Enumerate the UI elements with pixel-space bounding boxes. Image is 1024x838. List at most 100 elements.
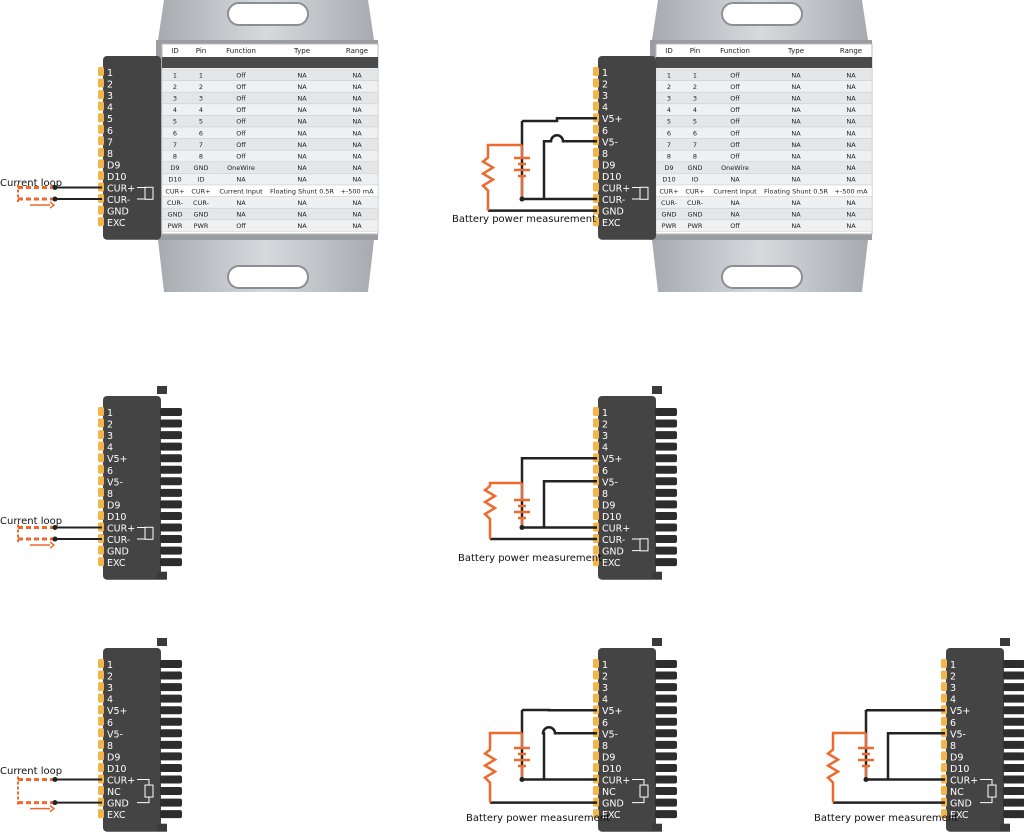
pin-label: V5-	[602, 477, 618, 488]
table-cell: NA	[791, 118, 801, 126]
pin-label: 6	[107, 126, 113, 137]
terminal-slot	[655, 775, 677, 784]
table-cell: 7	[199, 141, 203, 149]
pin-contact	[98, 786, 104, 796]
terminal-slot	[655, 752, 677, 761]
table-row	[161, 80, 379, 93]
pin-contact	[593, 90, 599, 100]
table-cell: 2	[173, 83, 177, 91]
table-cell: ID	[198, 176, 205, 184]
pin-label: NC	[107, 787, 121, 798]
pin-contact	[941, 716, 947, 726]
connector-tab	[652, 571, 662, 580]
pin-label: D10	[602, 764, 621, 775]
shunt-resistor	[987, 784, 997, 798]
pin-label: GND	[107, 547, 129, 558]
pin-label: 4	[602, 695, 608, 706]
pin-label: V5-	[602, 137, 618, 148]
table-header: Pin	[196, 47, 206, 55]
table-row	[161, 91, 379, 105]
table-cell: NA	[730, 211, 740, 219]
table-cell: NA	[297, 106, 307, 114]
table-cell: CUR-	[167, 199, 184, 207]
table-cell: D9	[170, 164, 179, 172]
terminal-slot	[1003, 660, 1024, 668]
table-cell: Floating Shunt 0.5R	[270, 187, 335, 195]
table-cell: 5	[693, 118, 697, 126]
table-cell: NA	[236, 176, 246, 184]
terminal-slot	[655, 558, 677, 567]
table-header: Range	[346, 47, 368, 55]
table-row	[655, 126, 873, 139]
terminal-slot	[655, 477, 677, 486]
table-cell: CUR-	[687, 199, 704, 207]
pin-contact	[593, 499, 599, 509]
wire	[520, 456, 597, 460]
table-cell: 2	[667, 83, 671, 91]
terminal-slot	[160, 787, 182, 796]
pin-label: 8	[950, 741, 956, 752]
terminal-slot	[655, 419, 677, 428]
terminal-slot	[1003, 787, 1024, 796]
pin-contact	[98, 159, 104, 169]
table-cell: Off	[236, 129, 246, 137]
table-cell: NA	[846, 83, 856, 91]
table-row	[161, 68, 379, 81]
terminal-slot	[160, 431, 182, 440]
table-cell: 1	[199, 71, 203, 79]
table-cell: NA	[846, 164, 856, 172]
pin-label: EXC	[602, 810, 621, 821]
current-loop-wiring: Current loop	[0, 178, 102, 209]
pin-contact	[98, 705, 104, 715]
table-cell: Off	[730, 118, 740, 126]
junction-dot	[52, 185, 58, 190]
terminal-slot	[160, 500, 182, 509]
table-cell: NA	[352, 106, 362, 114]
table-cell: CUR+	[685, 187, 704, 195]
pin-label: 8	[107, 741, 113, 752]
pin-contact	[593, 487, 599, 497]
table-row	[161, 173, 379, 186]
table-cell: Off	[730, 95, 740, 103]
pin-label: V5+	[107, 706, 128, 717]
table-cell: 6	[693, 129, 697, 137]
terminal-slot	[160, 558, 182, 567]
table-cell: NA	[352, 141, 362, 149]
pin-contact	[98, 418, 104, 428]
pin-contact	[98, 670, 104, 680]
table-cell: 3	[693, 95, 697, 103]
shunt-resistor	[639, 538, 649, 552]
pin-label: 6	[602, 466, 608, 477]
table-cell: NA	[297, 164, 307, 172]
terminal-slot	[160, 523, 182, 532]
table-cell: NA	[846, 106, 856, 114]
pin-contact	[98, 809, 104, 819]
pin-contact	[98, 453, 104, 463]
pin-contact	[98, 499, 104, 509]
table-cell: NA	[791, 83, 801, 91]
terminal-slot	[1003, 729, 1024, 738]
pin-label: EXC	[950, 810, 969, 821]
battery-caption: Battery power measurement	[814, 813, 958, 824]
table-cell: NA	[297, 222, 307, 230]
pin-label: 4	[602, 443, 608, 454]
table-cell: Floating Shunt 0.5R	[764, 187, 829, 195]
table-cell: NA	[297, 211, 307, 219]
pin-contact	[941, 670, 947, 680]
terminal-slot	[1003, 706, 1024, 715]
terminal-slot	[655, 717, 677, 726]
table-cell: CUR-	[193, 199, 210, 207]
pin-contact	[941, 682, 947, 692]
pin-contact	[98, 67, 104, 76]
pin-contact	[98, 113, 104, 123]
pin-label: 6	[950, 718, 956, 729]
pin-label: 3	[107, 683, 113, 694]
pin-label: CUR-	[107, 195, 130, 206]
pin-contact	[98, 751, 104, 761]
pin-contact	[593, 124, 599, 134]
table-row	[161, 149, 379, 163]
wire	[542, 480, 597, 528]
